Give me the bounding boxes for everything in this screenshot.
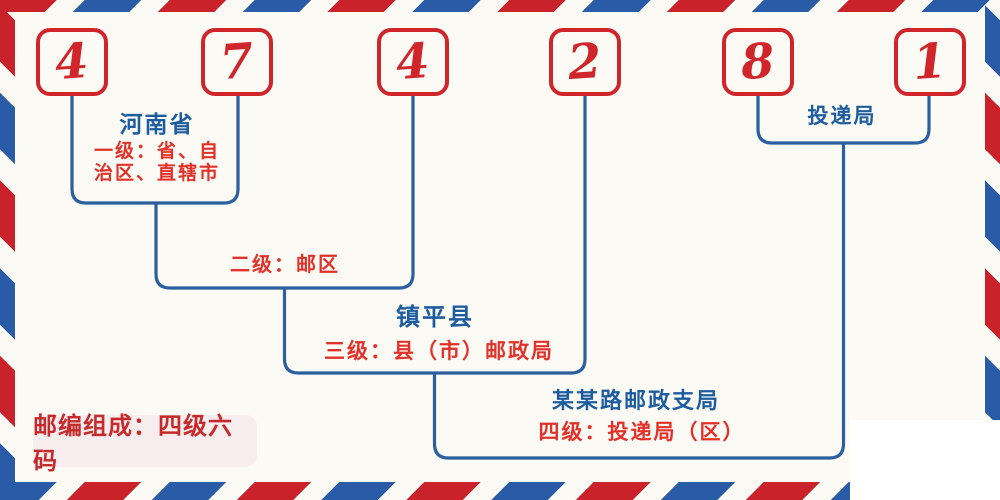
bracket-delivery xyxy=(756,95,931,145)
level3-description-label: 三级：县（市）邮政局 xyxy=(324,340,554,363)
bottom-right-white-patch xyxy=(850,420,1000,500)
level1-line1: 一级：省、自 xyxy=(93,141,221,162)
composition-badge-text: 邮编组成：四级六码 xyxy=(33,414,233,475)
level1-description-label: 一级：省、自 治区、直辖市 xyxy=(94,141,220,185)
branch-office-name-label: 某某路邮政支局 xyxy=(551,388,721,413)
digit-box-6: 1 xyxy=(894,28,966,96)
level1-line2: 治区、直辖市 xyxy=(93,163,221,184)
bracket-level4 xyxy=(432,143,846,460)
digit-box-1: 4 xyxy=(36,28,108,96)
digit-2: 7 xyxy=(218,32,256,92)
digit-6: 1 xyxy=(911,32,949,92)
digit-4: 2 xyxy=(566,32,604,92)
digit-1: 4 xyxy=(53,32,91,92)
delivery-office-label: 投递局 xyxy=(807,105,877,128)
level4-description-label: 四级：投递局（区） xyxy=(538,421,746,444)
digit-box-3: 4 xyxy=(377,28,449,96)
level2-description-label: 二级：邮区 xyxy=(230,254,340,276)
digit-5: 8 xyxy=(739,32,777,92)
digit-box-4: 2 xyxy=(549,28,621,96)
digit-box-5: 8 xyxy=(722,28,794,96)
province-name-label: 河南省 xyxy=(119,111,195,137)
digit-3: 4 xyxy=(394,32,432,92)
county-name-label: 镇平县 xyxy=(396,304,474,331)
digit-box-2: 7 xyxy=(201,28,273,96)
composition-badge: 邮编组成：四级六码 xyxy=(33,414,257,475)
